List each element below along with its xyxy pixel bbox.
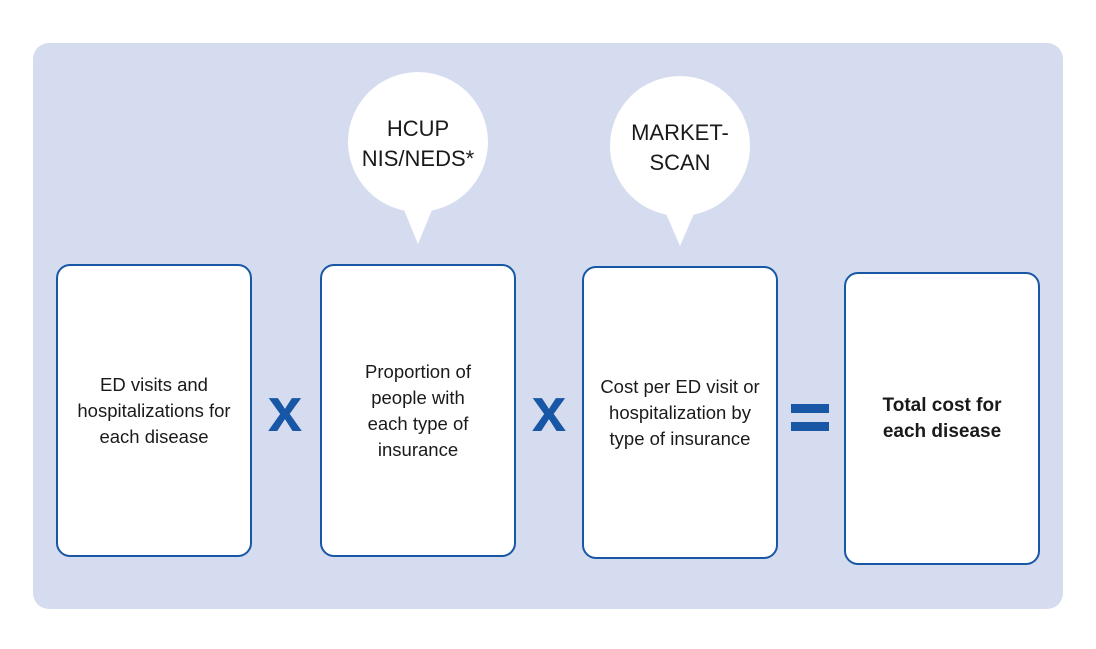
- callout-label-hcup: HCUP NIS/NEDS*: [361, 116, 475, 171]
- step-label-total-cost: Total cost for each disease: [882, 394, 1002, 442]
- multiply-operator: x: [531, 376, 567, 445]
- callout-label-marketscan: MARKET- SCAN: [631, 120, 729, 175]
- step-box-insurance-proportion: Proportion of people with each type of i…: [320, 264, 516, 557]
- step-label-insurance-proportion: Proportion of people with each type of i…: [365, 360, 471, 460]
- step-box-cost-per-visit: Cost per ED visit or hospitalization by …: [582, 266, 778, 559]
- step-label-ed-visits: ED visits and hospitalizations for each …: [77, 373, 231, 447]
- callout-bubble-hcup: [348, 72, 488, 244]
- step-box-total-cost: Total cost for each disease: [844, 272, 1040, 565]
- multiply-operator: x: [267, 376, 303, 445]
- equals-bar-bottom: [791, 422, 829, 431]
- step-box-ed-visits: ED visits and hospitalizations for each …: [56, 264, 252, 557]
- step-label-cost-per-visit: Cost per ED visit or hospitalization by …: [600, 375, 760, 449]
- callout-bubble-marketscan: [610, 76, 750, 246]
- equals-bar-top: [791, 404, 829, 413]
- equals-operator: [791, 404, 829, 432]
